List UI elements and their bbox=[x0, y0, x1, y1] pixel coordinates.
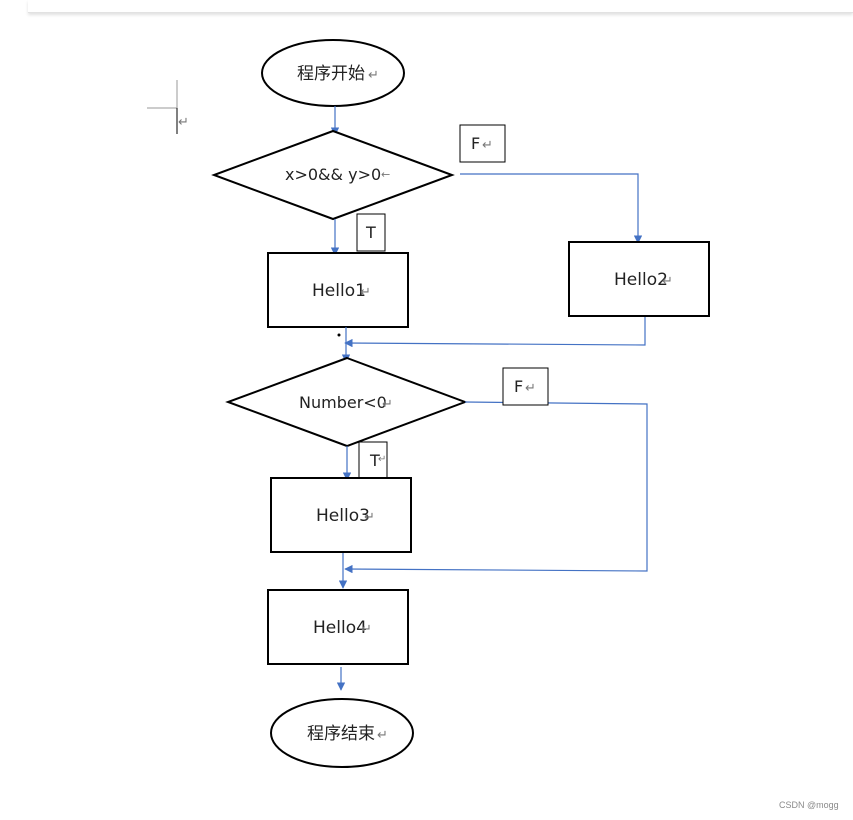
decision2-true-paragraph-mark: ↵ bbox=[378, 454, 386, 465]
start-label: 程序开始 bbox=[297, 64, 365, 84]
decision1-false-paragraph-mark: ↵ bbox=[482, 138, 493, 153]
start-paragraph-mark: ↵ bbox=[368, 68, 379, 83]
decision1-node: x>0&& y>0 ← bbox=[211, 129, 455, 221]
decision2-label: Number<0 bbox=[299, 393, 387, 412]
end-paragraph-mark: ↵ bbox=[377, 728, 388, 743]
hello3-node: Hello3 ↵ bbox=[270, 477, 412, 553]
decision1-false-label: F bbox=[471, 134, 480, 153]
end-node: 程序结束 ↵ bbox=[270, 698, 414, 768]
decision1-false-tag: F ↵ bbox=[459, 124, 506, 163]
decision2-true-label: T bbox=[369, 451, 380, 470]
hello1-node: Hello1 ↵ bbox=[267, 252, 409, 328]
hello2-label: Hello2 bbox=[614, 270, 668, 290]
margin-corner-mark: ↵ bbox=[147, 80, 189, 134]
end-label: 程序结束 bbox=[307, 724, 375, 744]
hello3-paragraph-mark: ↵ bbox=[364, 510, 375, 525]
hello4-node: Hello4 ↵ bbox=[267, 589, 409, 665]
top-toolbar-edge bbox=[28, 0, 853, 13]
arrow-decision2-false-to-merge bbox=[344, 401, 648, 574]
corner-paragraph-mark: ↵ bbox=[178, 115, 189, 130]
decision2-false-paragraph-mark: ↵ bbox=[525, 381, 536, 396]
hello4-paragraph-mark: ↵ bbox=[361, 622, 372, 637]
arrow-decision1-false-to-hello2 bbox=[460, 173, 643, 244]
anchor-dot bbox=[337, 333, 341, 337]
decision1-label: x>0&& y>0 bbox=[285, 165, 381, 184]
hello1-paragraph-mark: ↵ bbox=[360, 285, 371, 300]
decision2-false-label: F bbox=[514, 377, 523, 396]
start-node: 程序开始 ↵ bbox=[261, 39, 405, 107]
hello1-label: Hello1 bbox=[312, 281, 366, 301]
decision2-paragraph-mark: ↵ bbox=[382, 397, 393, 412]
decision1-true-tag: T bbox=[356, 213, 386, 252]
watermark: CSDN @mogg bbox=[779, 800, 839, 810]
hello2-paragraph-mark: ↵ bbox=[662, 274, 673, 289]
hello2-node: Hello2 ↵ bbox=[568, 241, 710, 317]
decision2-false-tag: F ↵ bbox=[502, 367, 549, 406]
hello4-label: Hello4 bbox=[313, 618, 367, 638]
decision2-true-tag: T ↵ bbox=[358, 441, 388, 480]
hello3-label: Hello3 bbox=[316, 506, 370, 526]
decision1-true-label: T bbox=[365, 223, 376, 242]
arrow-hello2-to-merge bbox=[344, 317, 646, 348]
decision1-small-arrow: ← bbox=[381, 168, 390, 181]
decision2-node: Number<0 ↵ bbox=[225, 356, 468, 448]
